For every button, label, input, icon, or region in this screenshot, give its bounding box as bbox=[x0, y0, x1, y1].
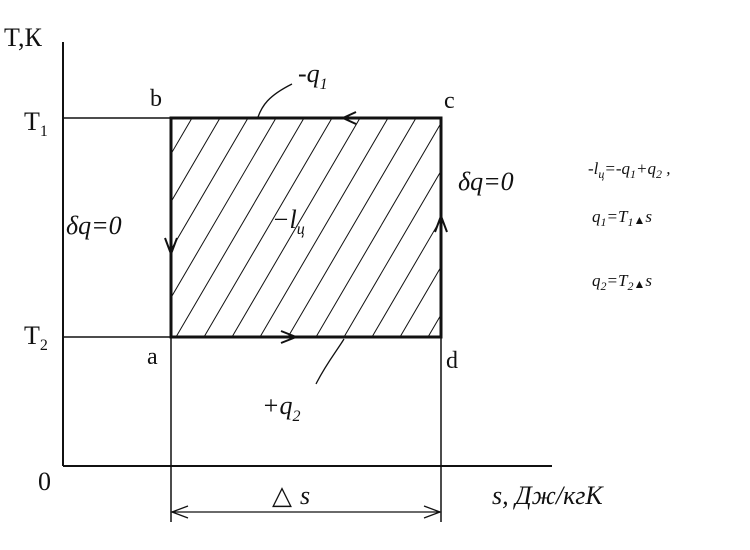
right-adiabat-label: δq=0 bbox=[458, 167, 514, 196]
q1-leader bbox=[257, 83, 293, 118]
point-d-label: d bbox=[446, 348, 458, 374]
formula-q1: q1=T1▲s bbox=[592, 207, 652, 229]
point-b-label: b bbox=[150, 86, 162, 112]
left-adiabat-label: δq=0 bbox=[66, 211, 122, 240]
point-c-label: c bbox=[444, 88, 455, 114]
delta-s-label: △s bbox=[272, 481, 310, 510]
work-label: −lц bbox=[272, 205, 305, 238]
q2-leader bbox=[315, 338, 345, 385]
top-heat-label: -q1 bbox=[298, 59, 328, 93]
t-axis-label: T,К bbox=[4, 23, 42, 52]
t2-label: T2 bbox=[24, 321, 48, 354]
point-a-label: a bbox=[147, 344, 158, 370]
origin-label: 0 bbox=[38, 467, 51, 496]
cycle-hatching bbox=[171, 118, 441, 337]
delta-s-arrow-left bbox=[170, 505, 189, 519]
arrow-bottom-right bbox=[280, 330, 299, 344]
formula-q2: q2=T2▲s bbox=[592, 271, 652, 293]
t1-label: T1 bbox=[24, 107, 48, 140]
formula-cycle-work: -lц=-q1+q2 , bbox=[588, 159, 671, 181]
s-axis-label: s, Дж/кгК bbox=[492, 481, 604, 510]
delta-s-arrow-right bbox=[423, 505, 442, 519]
bottom-heat-label: +q2 bbox=[262, 391, 301, 425]
